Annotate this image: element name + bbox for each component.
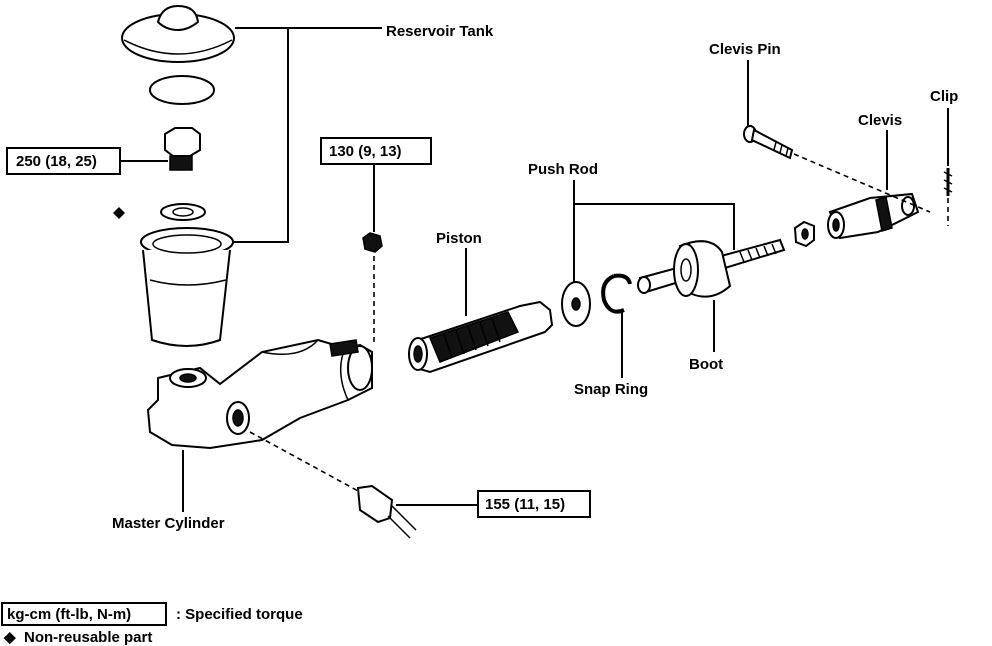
reservoir-bolt xyxy=(164,127,201,171)
legend-nonreusable-text: Non-reusable part xyxy=(24,629,152,646)
piston xyxy=(408,300,554,374)
torque-label-reservoir-bolt: 250 (18, 25) xyxy=(16,153,97,170)
label-push-rod: Push Rod xyxy=(528,161,598,178)
union-nut xyxy=(362,232,383,253)
clevis-pin-dashline xyxy=(793,153,931,213)
label-snap-ring: Snap Ring xyxy=(574,381,648,398)
legend-nonreusable-symbol: ◆ xyxy=(3,629,16,646)
boot-part xyxy=(673,240,732,298)
line-fitting xyxy=(249,431,417,539)
push-rod-washer xyxy=(561,281,591,327)
reservoir-tank-leader xyxy=(232,27,289,243)
label-clevis: Clevis xyxy=(858,112,902,129)
master-cylinder-body xyxy=(146,338,373,450)
reservoir-tank xyxy=(140,227,234,347)
torque-label-union-nut: 130 (9, 13) xyxy=(329,143,402,160)
reservoir-grommet xyxy=(160,203,206,221)
legend-torque-text: : Specified torque xyxy=(176,606,303,623)
label-clip: Clip xyxy=(930,88,958,105)
reservoir-diaphragm xyxy=(149,75,215,105)
lock-nut xyxy=(793,220,815,248)
legend-torque-box xyxy=(1,602,167,626)
clip-part xyxy=(943,168,953,196)
legend-torque-unit: kg-cm (ft-lb, N-m) xyxy=(7,606,131,623)
torque-label-line-nut: 155 (11, 15) xyxy=(485,496,565,513)
label-master-cylinder: Master Cylinder xyxy=(112,515,225,532)
torque-box-union-nut: 130 (9, 13) xyxy=(320,137,432,165)
legend: kg-cm (ft-lb, N-m) : Specified torque ◆ … xyxy=(1,602,303,646)
label-boot: Boot xyxy=(689,356,723,373)
nonreusable-diamond-marker xyxy=(113,207,125,219)
clevis-part xyxy=(827,192,920,240)
reservoir-cap xyxy=(121,4,235,63)
label-clevis-pin: Clevis Pin xyxy=(709,41,781,58)
torque-box-reservoir-bolt: 250 (18, 25) xyxy=(6,147,168,175)
clevis-pin-part xyxy=(743,125,794,160)
snap-ring-part xyxy=(601,273,632,314)
label-piston: Piston xyxy=(436,230,482,247)
torque-box-line-nut: 155 (11, 15) xyxy=(477,490,591,518)
label-reservoir-tank: Reservoir Tank xyxy=(386,23,494,40)
push-rod-leader xyxy=(573,180,735,282)
